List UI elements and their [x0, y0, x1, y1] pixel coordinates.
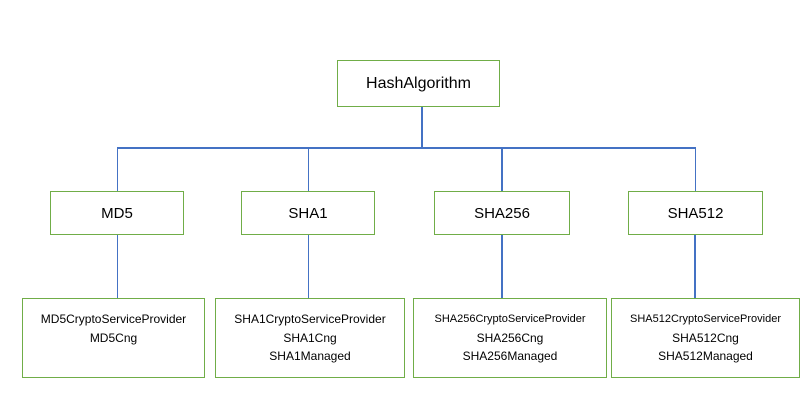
- node-sha512-implementations: SHA512CryptoServiceProvider SHA512Cng SH…: [611, 298, 800, 378]
- class-name: SHA256CryptoServiceProvider: [434, 313, 586, 325]
- connector-horizontal-bus: [116, 147, 696, 149]
- connector-sha256-to-children: [501, 235, 503, 298]
- node-md5: MD5: [50, 191, 184, 235]
- node-hashalgorithm: HashAlgorithm: [337, 60, 500, 107]
- class-name: SHA512Cng: [672, 330, 739, 345]
- class-name: SHA256Cng: [476, 330, 544, 345]
- node-sha256: SHA256: [434, 191, 570, 235]
- connector-bus-to-sha256: [501, 148, 503, 191]
- class-name: MD5CryptoServiceProvider: [40, 312, 187, 326]
- node-hashalgorithm-label: HashAlgorithm: [366, 74, 471, 92]
- node-sha512-label: SHA512: [667, 204, 724, 222]
- class-name: SHA512Managed: [658, 349, 753, 363]
- class-name: SHA512CryptoServiceProvider: [629, 313, 781, 325]
- connector-root-to-bus: [421, 107, 423, 148]
- class-name: SHA1Managed: [269, 349, 351, 363]
- connector-bus-to-sha512: [694, 148, 696, 191]
- node-sha256-label: SHA256: [474, 204, 530, 222]
- connector-bus-to-md5: [116, 148, 118, 191]
- connector-sha512-to-children: [694, 235, 696, 298]
- node-sha256-implementations: SHA256CryptoServiceProvider SHA256Cng SH…: [413, 298, 607, 378]
- connector-sha1-to-children: [307, 235, 309, 298]
- class-name: SHA1CryptoServiceProvider: [234, 312, 386, 326]
- class-name: SHA256Managed: [462, 349, 558, 363]
- connector-md5-to-children: [116, 235, 118, 298]
- node-sha1: SHA1: [241, 191, 375, 235]
- node-md5-label: MD5: [101, 204, 133, 222]
- class-name: SHA1Cng: [283, 330, 337, 345]
- class-name: MD5Cng: [89, 330, 138, 345]
- node-sha1-implementations: SHA1CryptoServiceProvider SHA1Cng SHA1Ma…: [215, 298, 405, 378]
- connector-bus-to-sha1: [307, 148, 309, 191]
- node-md5-implementations: MD5CryptoServiceProvider MD5Cng: [22, 298, 205, 378]
- node-sha512: SHA512: [628, 191, 763, 235]
- node-sha1-label: SHA1: [288, 204, 328, 222]
